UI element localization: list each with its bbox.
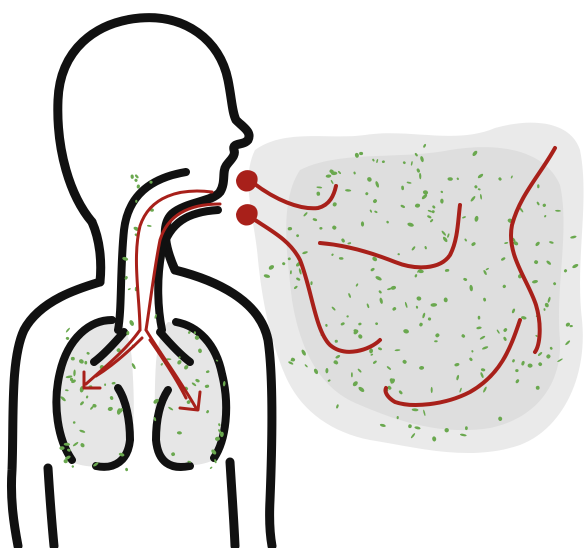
particle	[65, 327, 70, 333]
particle	[129, 319, 135, 326]
arm-line-right	[230, 462, 235, 546]
arm-line-left	[48, 468, 54, 546]
particle	[134, 174, 139, 179]
particle	[136, 184, 140, 188]
human-figure	[11, 18, 272, 546]
particle	[135, 200, 137, 203]
trachea-left-wall	[118, 172, 186, 330]
particle	[71, 465, 74, 468]
particle	[130, 174, 134, 179]
particle	[134, 178, 138, 182]
neck-left	[92, 222, 101, 282]
particle	[125, 468, 128, 472]
particle	[209, 466, 212, 469]
particle	[351, 372, 353, 377]
particle	[147, 225, 152, 227]
head-outline	[58, 18, 249, 270]
particle	[128, 288, 132, 291]
particle	[65, 336, 69, 340]
